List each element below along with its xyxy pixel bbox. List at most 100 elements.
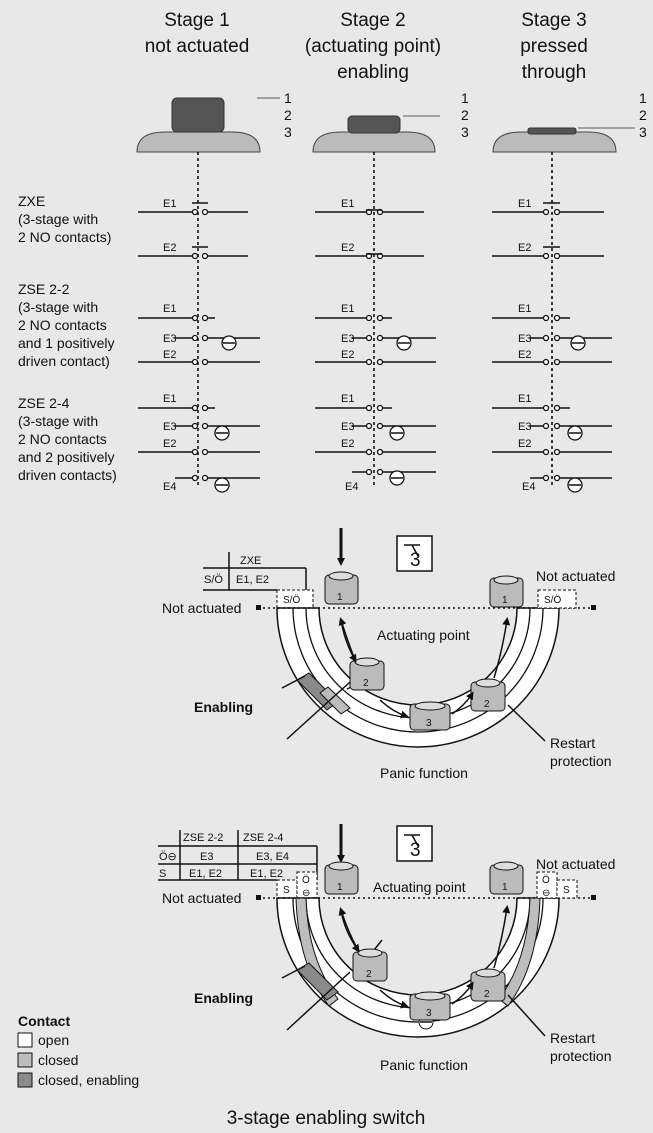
contact-label: E1 (518, 303, 531, 315)
actuating-point-label: Actuating point (377, 627, 470, 643)
button-position-1-right: 1 (489, 861, 524, 895)
pos-num-2: 2 (284, 107, 292, 123)
not-actuated-right: Not actuated (536, 568, 615, 584)
contact-label: E3 (341, 333, 354, 345)
button-stage-3: 1 2 3 (492, 90, 647, 153)
enabling-label: Enabling (194, 990, 253, 1006)
stage-icon-number: 3 (410, 550, 421, 571)
variant-name: ZSE 2-2 (18, 281, 70, 297)
middle-band-line (292, 607, 544, 733)
closed-segment (319, 686, 351, 715)
button-position-1-left: 1 (324, 861, 359, 895)
state-diagram-zxe: ZXE S/Ö E1, E2 S/Ö S/Ö Not actuated Not … (162, 528, 615, 781)
pos-num-3: 3 (639, 124, 647, 140)
right-state-box (537, 589, 577, 609)
contact-label: E3 (163, 333, 176, 345)
zse22-contacts-col3: E1 E3 E2 (492, 303, 612, 366)
figure-caption: 3-stage enabling switch (227, 1108, 426, 1129)
button-stage-1: 1 2 3 (136, 90, 292, 153)
table-col-2: ZSE 2-4 (243, 832, 283, 844)
button-position-3: 3 (409, 701, 451, 731)
table-row-label: S/Ö (204, 574, 223, 586)
not-actuated-right: Not actuated (536, 856, 615, 872)
contact-label: E2 (163, 349, 176, 361)
button-position-3: 3 (409, 991, 451, 1021)
box-label: S (563, 885, 570, 896)
outer-band (276, 897, 560, 1038)
stage-3-subtitle-2: through (522, 62, 586, 83)
table-row-2-value-1: E1, E2 (189, 868, 222, 880)
legend-swatch-enabling (17, 1072, 33, 1088)
panic-function-label: Panic function (380, 1057, 468, 1073)
contact-label: E3 (341, 421, 354, 433)
button-position-2-right: 2 (470, 968, 506, 1002)
stage-1-title: Stage 1 (164, 10, 230, 31)
table-row-2-value-2: E1, E2 (250, 868, 283, 880)
contact-label: E3 (518, 421, 531, 433)
flow-arrow (451, 981, 474, 1005)
actuating-point-label: Actuating point (373, 879, 466, 895)
button-cap (347, 115, 401, 134)
restart-label: Restart (550, 735, 595, 751)
state-diagram-zse: ZSE 2-2 ZSE 2-4 Ö⊖ E3 E3, E4 S E1, E2 E1… (158, 824, 615, 1073)
pos-num-3: 3 (461, 124, 469, 140)
contact-legend: Contact open closed closed, enabling (17, 1013, 139, 1088)
zse22-contacts-col1: E1 E3 E2 (138, 303, 260, 366)
box-label: Ö (542, 874, 550, 886)
button-position-1-left: 1 (324, 571, 359, 605)
enabling-segment (296, 962, 339, 1001)
button-base (312, 131, 436, 153)
button-num: 1 (502, 595, 508, 606)
not-actuated-left: Not actuated (162, 600, 241, 616)
legend-title: Contact (18, 1013, 70, 1029)
box-label: Ö (302, 874, 310, 886)
restart-label: Restart (550, 1030, 595, 1046)
table-header: ZXE (240, 555, 261, 567)
flow-arrow (379, 699, 409, 719)
variant-zse24-label: ZSE 2-4 (3-stage with 2 NO contacts and … (18, 395, 117, 483)
not-actuated-left: Not actuated (162, 890, 241, 906)
legend-item-enabling: closed, enabling (38, 1072, 139, 1088)
button-position-2-left: 2 (349, 657, 385, 691)
positive-symbol: ⊖ (302, 888, 310, 899)
contact-label: E3 (518, 333, 531, 345)
button-num: 1 (502, 882, 508, 893)
contact-label: E1 (163, 198, 176, 210)
variant-zse22-label: ZSE 2-2 (3-stage with 2 NO contacts and … (18, 281, 115, 369)
variant-desc: (3-stage with (18, 211, 98, 227)
flow-arrow (379, 989, 409, 1009)
stage-switch-icon (396, 535, 433, 572)
zse24-contacts-col1: E1 E3 E2 E4 (138, 393, 260, 493)
enabling-label: Enabling (194, 699, 253, 715)
contact-label: E2 (341, 349, 354, 361)
table-row-2-label: S (159, 868, 166, 880)
variant-desc: driven contact) (18, 353, 110, 369)
button-base (492, 131, 617, 153)
pos-num-1: 1 (461, 90, 469, 106)
button-num: 3 (426, 1008, 432, 1019)
left-state-label: S/Ö (283, 594, 300, 606)
table-col-1: ZSE 2-2 (183, 832, 223, 844)
legend-swatch-closed (17, 1052, 33, 1068)
button-cap (527, 127, 577, 135)
pos-num-1: 1 (284, 90, 292, 106)
zse24-contacts-col3: E1 E3 E2 E4 (492, 393, 612, 493)
stage-1-subtitle: not actuated (145, 36, 250, 57)
table-row-1-label: Ö⊖ (159, 851, 177, 863)
variant-desc: 2 NO contacts (18, 431, 107, 447)
contact-label: E2 (518, 349, 531, 361)
contact-label: E2 (341, 242, 354, 254)
pos-num-2: 2 (639, 107, 647, 123)
button-position-2-right: 2 (470, 678, 506, 712)
contact-label: E2 (518, 242, 531, 254)
flow-arrow (338, 617, 356, 661)
zse22-contacts-col2: E1 E3 E2 (315, 303, 436, 366)
legend-item-open: open (38, 1032, 69, 1048)
button-position-2-left: 2 (352, 948, 388, 982)
outer-band (276, 607, 560, 748)
button-num: 1 (337, 882, 343, 893)
contact-label: E1 (163, 393, 176, 405)
contact-label: E4 (163, 481, 176, 493)
table-row-1-value-1: E3 (200, 851, 213, 863)
